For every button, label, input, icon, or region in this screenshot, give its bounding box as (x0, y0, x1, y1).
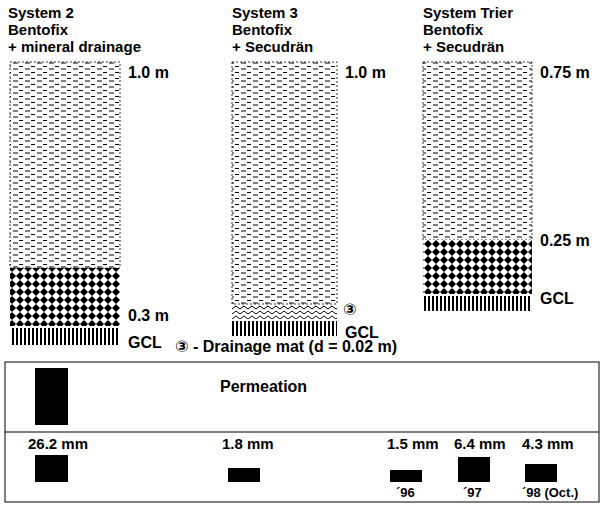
column-system-3 (232, 62, 337, 336)
column-heading: System 2 (8, 4, 74, 21)
dimension: 0.3 m (128, 307, 169, 324)
year-label: ´96 (396, 484, 415, 501)
legend-note: ③ - Drainage mat (d = 0.02 m) (175, 338, 397, 355)
bar-value: 6.4 mm (454, 435, 506, 452)
column-heading: System 3 (232, 4, 298, 21)
dimension: 1.0 m (128, 64, 169, 81)
dimension: 0.75 m (540, 64, 590, 81)
column-system-2 (10, 62, 120, 345)
dimension: 1.0 m (345, 64, 386, 81)
layer-name: GCL (540, 290, 574, 307)
column-heading: + mineral drainage (8, 38, 141, 55)
dimension: 0.25 m (540, 232, 590, 249)
column-heading: Bentofix (232, 21, 292, 38)
permeation-chart (5, 362, 599, 502)
bar-value: 26.2 mm (28, 435, 88, 452)
year-label: ´97 (463, 484, 482, 501)
callout-number: ③ (343, 301, 357, 318)
column-heading: System Trier (423, 4, 513, 21)
column-heading: + Secudrän (232, 38, 313, 55)
bar-value: 4.3 mm (522, 435, 574, 452)
column-heading: Bentofix (8, 21, 68, 38)
column-heading: + Secudrän (423, 38, 504, 55)
column-heading: Bentofix (423, 21, 483, 38)
layer-name: GCL (128, 334, 162, 351)
column-system-trier (423, 62, 532, 311)
year-label: ´98 (Oct.) (522, 484, 578, 501)
bar-value: 1.5 mm (387, 435, 439, 452)
chart-title: Permeation (220, 378, 307, 395)
bar-value: 1.8 mm (222, 435, 274, 452)
